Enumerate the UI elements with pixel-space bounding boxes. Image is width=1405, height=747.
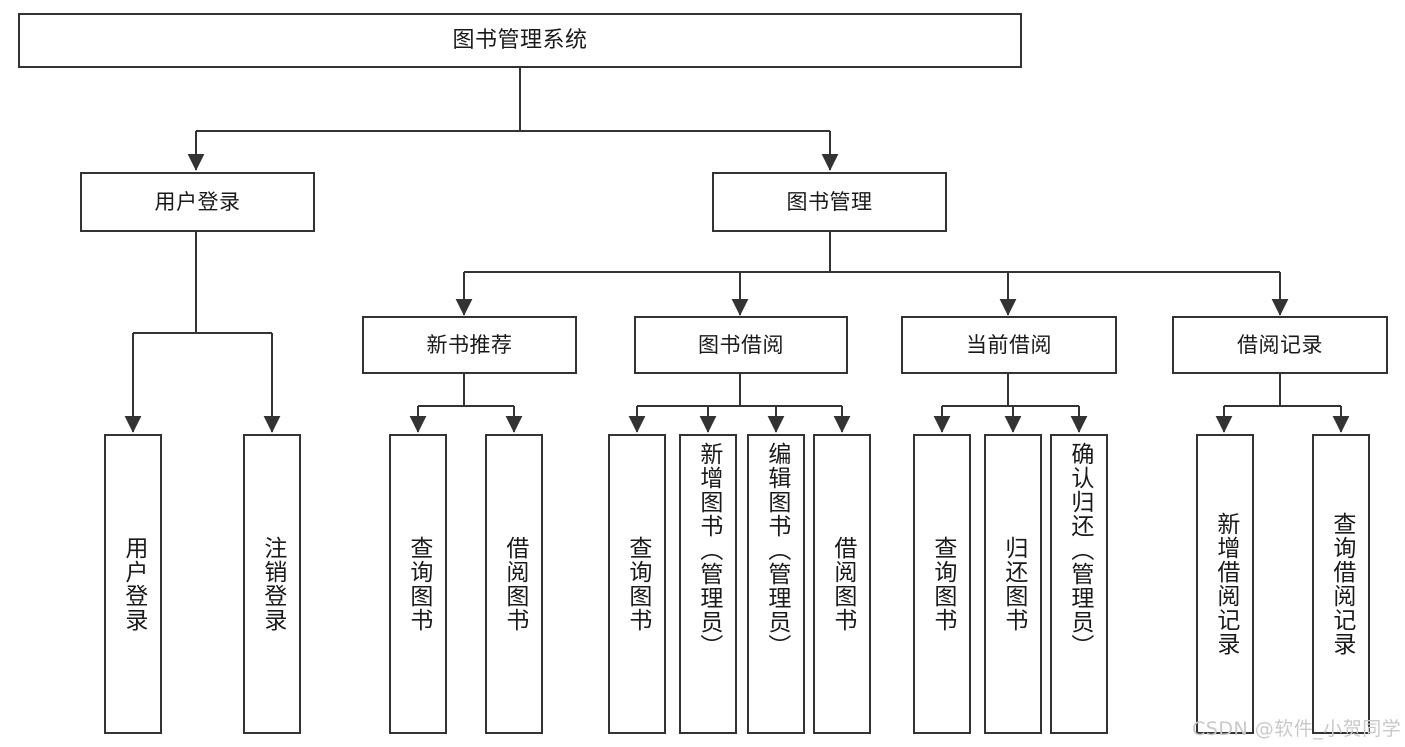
- node-leaf-query-book-current[interactable]: 查询图书: [913, 434, 971, 734]
- node-book-management[interactable]: 图书管理: [712, 172, 947, 232]
- node-leaf-borrow-book-recommend[interactable]: 借阅图书: [485, 434, 543, 734]
- node-new-book-recommend[interactable]: 新书推荐: [362, 316, 577, 374]
- node-leaf-borrow-book[interactable]: 借阅图书: [813, 434, 871, 734]
- node-leaf-query-borrow-record-label: 查询借阅记录: [1328, 512, 1355, 656]
- node-leaf-query-book-recommend[interactable]: 查询图书: [389, 434, 447, 734]
- node-leaf-add-book-admin[interactable]: 新增图书（管理员）: [679, 434, 737, 734]
- node-leaf-edit-book-admin[interactable]: 编辑图书（管理员）: [747, 434, 805, 734]
- node-leaf-query-book-current-label: 查询图书: [929, 536, 956, 632]
- node-leaf-return-book[interactable]: 归还图书: [984, 434, 1042, 734]
- node-borrow-record-label: 借阅记录: [1237, 332, 1323, 357]
- node-user-login[interactable]: 用户登录: [80, 172, 315, 232]
- node-book-management-label: 图书管理: [786, 189, 873, 214]
- node-current-borrow[interactable]: 当前借阅: [901, 316, 1117, 374]
- node-leaf-borrow-book-recommend-label: 借阅图书: [501, 536, 528, 632]
- node-leaf-confirm-return-admin[interactable]: 确认归还（管理员）: [1050, 434, 1108, 734]
- node-leaf-borrow-book-label: 借阅图书: [829, 536, 856, 632]
- node-leaf-confirm-return-admin-label: 确认归还（管理员）: [1066, 442, 1093, 658]
- node-new-book-recommend-label: 新书推荐: [426, 332, 513, 357]
- node-current-borrow-label: 当前借阅: [966, 332, 1052, 357]
- node-leaf-query-borrow-record[interactable]: 查询借阅记录: [1312, 434, 1370, 734]
- node-book-borrow-label: 图书借阅: [698, 332, 784, 357]
- node-leaf-logout[interactable]: 注销登录: [243, 434, 301, 734]
- node-leaf-add-borrow-record-label: 新增借阅记录: [1212, 512, 1239, 656]
- node-leaf-return-book-label: 归还图书: [1000, 536, 1027, 632]
- node-leaf-add-borrow-record[interactable]: 新增借阅记录: [1196, 434, 1254, 734]
- node-book-borrow[interactable]: 图书借阅: [634, 316, 848, 374]
- node-borrow-record[interactable]: 借阅记录: [1172, 316, 1388, 374]
- node-user-login-label: 用户登录: [154, 189, 241, 214]
- node-leaf-user-login[interactable]: 用户登录: [104, 434, 162, 734]
- node-leaf-query-book-borrow-label: 查询图书: [624, 536, 651, 632]
- node-leaf-query-book-recommend-label: 查询图书: [405, 536, 432, 632]
- node-leaf-user-login-label: 用户登录: [120, 536, 147, 632]
- node-leaf-query-book-borrow[interactable]: 查询图书: [608, 434, 666, 734]
- node-leaf-edit-book-admin-label: 编辑图书（管理员）: [763, 442, 790, 658]
- node-leaf-add-book-admin-label: 新增图书（管理员）: [695, 442, 722, 658]
- node-leaf-logout-label: 注销登录: [259, 536, 286, 632]
- node-root-book-management-system[interactable]: 图书管理系统: [18, 13, 1022, 68]
- node-root-label: 图书管理系统: [452, 27, 588, 53]
